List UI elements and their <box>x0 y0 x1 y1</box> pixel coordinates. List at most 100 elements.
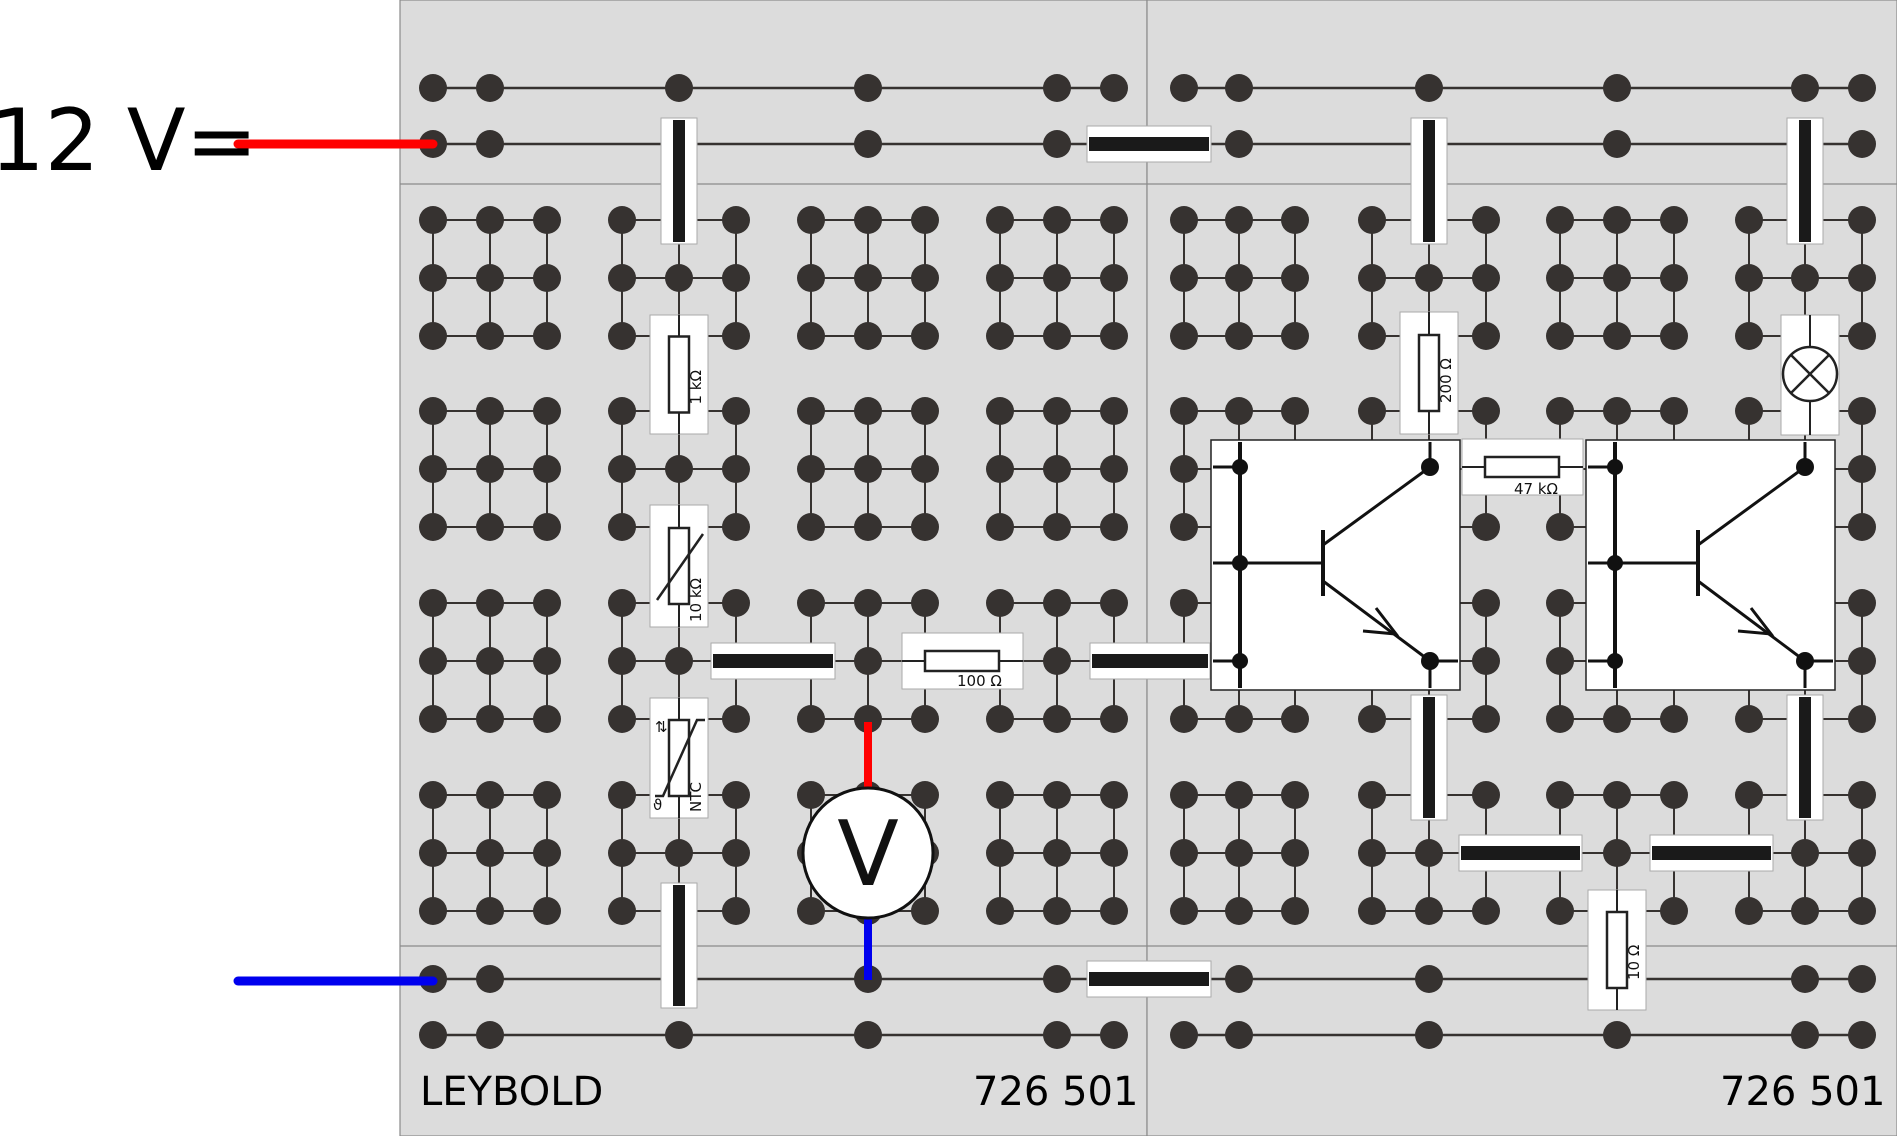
bridge-mid-right-2 <box>1786 694 1824 821</box>
socket <box>533 647 561 675</box>
socket <box>1546 397 1574 425</box>
rail-socket <box>1100 74 1128 102</box>
socket <box>1472 322 1500 350</box>
socket <box>1170 781 1198 809</box>
resistor-body <box>667 335 691 414</box>
socket <box>1848 589 1876 617</box>
socket <box>476 206 504 234</box>
socket <box>1043 397 1071 425</box>
socket <box>1100 589 1128 617</box>
socket <box>854 589 882 617</box>
socket <box>911 897 939 925</box>
socket <box>722 322 750 350</box>
socket <box>1100 455 1128 483</box>
bridge-top-left <box>660 117 698 245</box>
rail-socket <box>854 1021 882 1049</box>
socket <box>1225 206 1253 234</box>
socket <box>1603 781 1631 809</box>
socket <box>722 206 750 234</box>
socket <box>1848 397 1876 425</box>
socket <box>1848 705 1876 733</box>
socket <box>1735 705 1763 733</box>
resistor-label: 10 kΩ <box>687 578 705 622</box>
socket <box>1170 206 1198 234</box>
socket <box>476 322 504 350</box>
junction <box>1232 653 1248 669</box>
conductor <box>1652 846 1771 860</box>
socket <box>1848 781 1876 809</box>
socket <box>1043 897 1071 925</box>
socket <box>722 839 750 867</box>
socket <box>608 513 636 541</box>
rail-socket <box>665 74 693 102</box>
socket <box>419 455 447 483</box>
bridge-rail-bottom <box>1086 960 1212 998</box>
transistor-body <box>1210 439 1461 691</box>
resistor-body <box>923 649 1001 673</box>
socket <box>1358 705 1386 733</box>
socket <box>854 455 882 483</box>
transistor-body <box>1585 439 1836 691</box>
voltmeter-label: V <box>837 802 899 907</box>
socket <box>419 397 447 425</box>
rail-socket <box>476 130 504 158</box>
resistor-47k: 47 kΩ <box>1461 438 1584 498</box>
variable-arrow <box>655 533 705 601</box>
socket <box>1603 705 1631 733</box>
socket-block <box>1170 781 1309 925</box>
socket <box>1472 264 1500 292</box>
socket <box>665 264 693 292</box>
socket <box>419 513 447 541</box>
socket <box>1660 897 1688 925</box>
socket <box>608 839 636 867</box>
socket-block <box>1170 206 1309 350</box>
socket <box>419 589 447 617</box>
socket <box>854 513 882 541</box>
socket <box>1546 322 1574 350</box>
socket <box>419 206 447 234</box>
resistor-label: 10 Ω <box>1625 945 1643 980</box>
socket <box>1660 264 1688 292</box>
socket <box>476 781 504 809</box>
socket <box>1100 206 1128 234</box>
socket <box>1358 264 1386 292</box>
socket <box>665 455 693 483</box>
socket <box>1170 322 1198 350</box>
socket <box>1281 264 1309 292</box>
ntc-label: NTC <box>687 782 705 812</box>
socket <box>1735 206 1763 234</box>
socket <box>986 397 1014 425</box>
collector-lead <box>1322 465 1431 547</box>
socket <box>911 206 939 234</box>
socket-block <box>419 589 561 733</box>
socket <box>986 589 1014 617</box>
socket-block <box>797 397 939 541</box>
socket <box>1603 264 1631 292</box>
junction <box>1607 459 1623 475</box>
rail-socket <box>1415 74 1443 102</box>
socket <box>1043 705 1071 733</box>
rail-socket <box>1415 965 1443 993</box>
bridge-mid-right-1 <box>1410 694 1448 821</box>
socket <box>533 322 561 350</box>
ntc-arrows: ⇅ <box>655 718 668 736</box>
socket <box>1043 206 1071 234</box>
socket <box>986 206 1014 234</box>
conductor <box>1799 120 1811 242</box>
conductor <box>1423 120 1435 242</box>
rail-socket <box>1848 1021 1876 1049</box>
conductor <box>1461 846 1580 860</box>
right-panel-number: 726 501 <box>1720 1069 1885 1115</box>
socket <box>1735 781 1763 809</box>
socket <box>608 705 636 733</box>
conductor <box>1092 654 1208 668</box>
socket <box>1848 513 1876 541</box>
emitter-lead <box>1697 579 1806 663</box>
socket <box>1546 781 1574 809</box>
socket <box>911 513 939 541</box>
socket <box>533 264 561 292</box>
socket <box>722 897 750 925</box>
socket <box>797 455 825 483</box>
socket <box>1660 705 1688 733</box>
socket <box>1043 455 1071 483</box>
